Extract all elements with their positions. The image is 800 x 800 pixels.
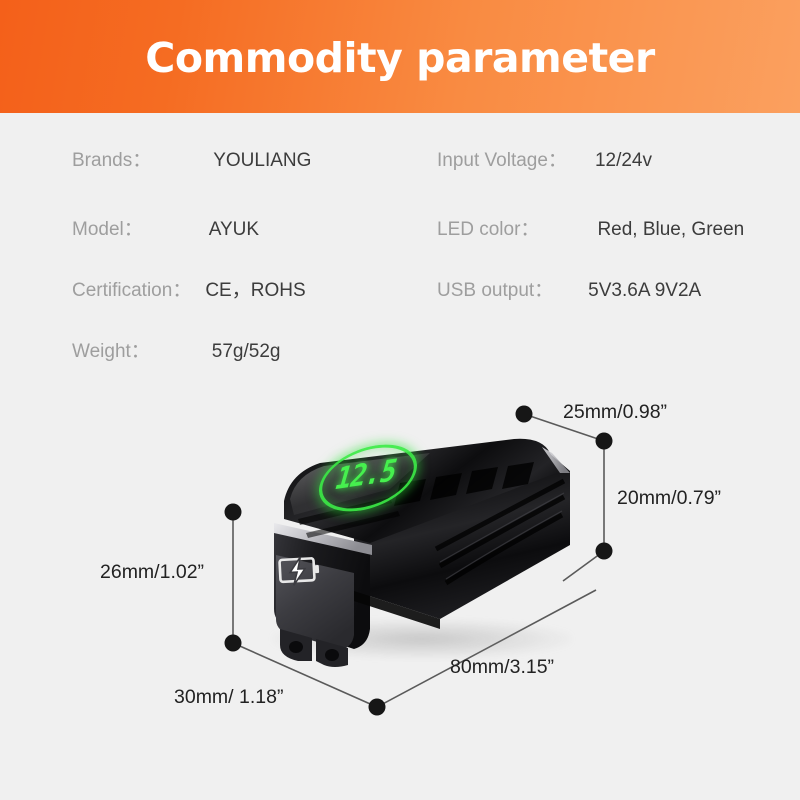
spec-row-certification: Certification： CE，ROHS [72,275,306,305]
device-side-ribs [434,478,566,586]
dimension-label-width-top: 25mm/0.98” [563,401,668,423]
page-header: Commodity parameter [0,0,800,113]
dimension-dot [595,432,613,450]
device-top-vents [394,462,534,506]
spec-value-led-color: Red, Blue, Green [597,219,745,240]
device-cover-hole-left [289,641,303,653]
device-top-ridges [298,497,400,538]
spec-value-brands: YOULIANG [213,150,312,171]
spec-value-certification: CE，ROHS [205,280,306,301]
device-cover-hole-right [325,649,339,661]
product-diagram: 12.5 25mm/0.98” 20mm/0.79” 26mm/1.02” 30… [0,383,800,800]
dimension-dot [224,503,242,521]
product-body [274,438,570,667]
device-back-edge [542,447,570,473]
spec-row-brands: Brands： YOULIANG [72,145,311,175]
dimension-label-height-left: 26mm/1.02” [100,561,205,583]
spec-row-model: Model： AYUK [72,214,259,244]
spec-value-model: AYUK [208,219,260,240]
spec-label-input-voltage: Input Voltage： [437,150,567,171]
battery-charging-icon [278,556,320,586]
dimension-dot [515,405,533,423]
spec-value-weight: 57g/52g [211,341,281,362]
spec-label-brands: Brands： [72,150,152,171]
device-top-gloss [290,453,430,515]
product-image-usb-charger: 12.5 [250,423,600,693]
device-side-rib-highlights [439,492,565,580]
spec-label-usb-output: USB output： [437,280,554,301]
specification-table: Brands： YOULIANG Model： AYUK Certificati… [0,113,800,383]
device-bottom-rim [354,591,440,629]
spec-value-input-voltage: 12/24v [594,150,652,171]
page-title: Commodity parameter [145,34,655,82]
device-chrome-lip [274,523,372,555]
dimension-label-height-side: 20mm/0.79” [617,487,722,509]
spec-row-led-color: LED color： Red, Blue, Green [437,214,744,244]
dimension-lines [224,405,613,716]
dimension-label-length-long: 80mm/3.15” [450,656,555,678]
dimension-dot [368,698,386,716]
dimension-dot [224,634,242,652]
spec-label-model: Model： [72,219,143,240]
spec-row-input-voltage: Input Voltage： 12/24v [437,145,652,175]
spec-row-weight: Weight： 57g/52g [72,336,280,366]
dimension-dot [595,542,613,560]
dimension-label-depth-front: 30mm/ 1.18” [174,686,284,708]
spec-label-certification: Certification： [72,280,192,301]
spec-value-usb-output: 5V3.6A 9V2A [588,280,702,301]
spec-row-usb-output: USB output： 5V3.6A 9V2A [437,275,701,305]
spec-label-led-color: LED color： [437,219,540,240]
spec-label-weight: Weight： [72,341,150,362]
